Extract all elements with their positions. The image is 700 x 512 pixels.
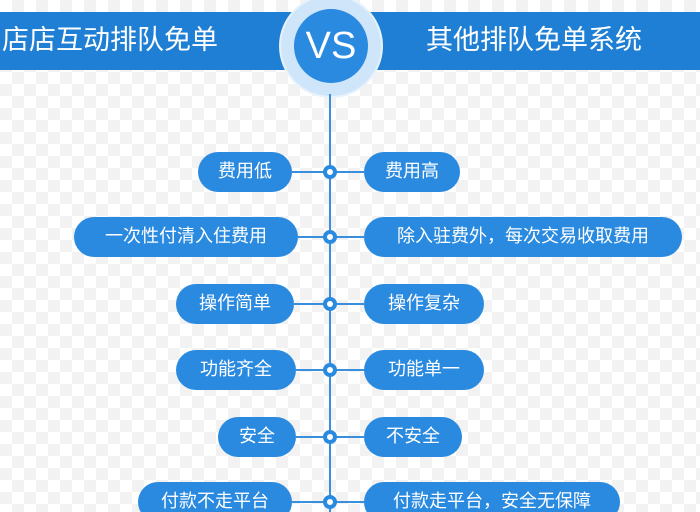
connector-dot <box>323 230 337 244</box>
right-pill: 付款走平台，安全无保障 <box>364 482 620 512</box>
left-title-banner: 店店互动排队免单 <box>0 12 300 70</box>
right-connector <box>330 501 364 503</box>
left-connector <box>296 369 330 371</box>
comparison-row-cost: 费用低 费用高 <box>0 152 700 192</box>
right-title-banner: 其他排队免单系统 <box>350 12 700 70</box>
left-pill: 功能齐全 <box>176 350 296 390</box>
right-connector <box>330 171 364 173</box>
right-connector <box>330 236 364 238</box>
comparison-row-features: 功能齐全 功能单一 <box>0 350 700 390</box>
right-title: 其他排队免单系统 <box>426 25 642 56</box>
comparison-row-payment: 付款不走平台 付款走平台，安全无保障 <box>0 482 700 512</box>
connector-dot <box>323 297 337 311</box>
left-connector <box>296 436 330 438</box>
left-pill: 安全 <box>218 417 296 457</box>
left-connector <box>292 171 330 173</box>
left-pill: 操作简单 <box>176 284 294 324</box>
right-pill: 操作复杂 <box>364 284 484 324</box>
comparison-row-security: 安全 不安全 <box>0 417 700 457</box>
left-pill: 付款不走平台 <box>138 482 292 512</box>
right-connector <box>330 369 364 371</box>
connector-dot <box>323 430 337 444</box>
left-connector <box>294 303 330 305</box>
vs-label: VS <box>294 9 368 83</box>
left-connector <box>298 236 330 238</box>
right-connector <box>330 303 364 305</box>
connector-dot <box>323 165 337 179</box>
comparison-row-fee: 一次性付清入住费用 除入驻费外，每次交易收取费用 <box>0 217 700 257</box>
left-title: 店店互动排队免单 <box>2 25 218 56</box>
comparison-row-operation: 操作简单 操作复杂 <box>0 284 700 324</box>
left-pill: 费用低 <box>198 152 292 192</box>
connector-dot <box>323 363 337 377</box>
right-pill: 不安全 <box>364 417 462 457</box>
right-pill: 功能单一 <box>364 350 484 390</box>
left-connector <box>292 501 330 503</box>
left-pill: 一次性付清入住费用 <box>74 217 298 257</box>
connector-dot <box>323 495 337 509</box>
right-connector <box>330 436 364 438</box>
vs-badge: VS <box>279 0 383 98</box>
right-pill: 费用高 <box>364 152 460 192</box>
right-pill: 除入驻费外，每次交易收取费用 <box>364 217 682 257</box>
